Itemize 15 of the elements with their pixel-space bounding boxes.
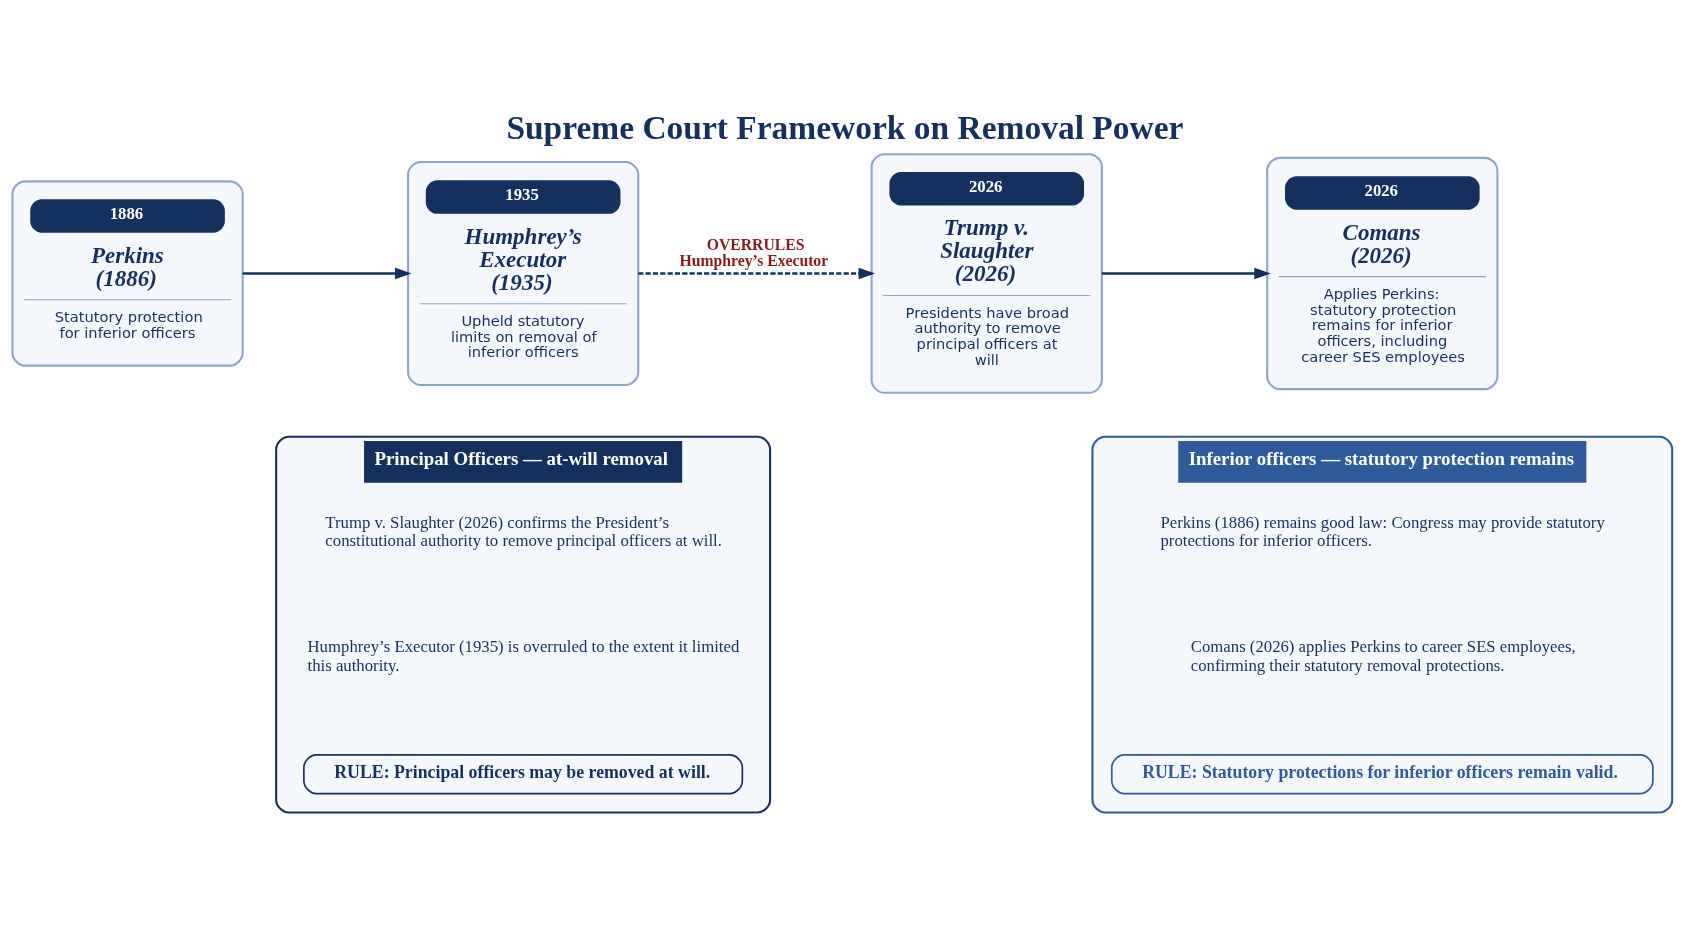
edge-label: OVERRULES Humphrey’s Executor [679, 235, 829, 269]
node-box: RULE: Principal officers may be removed at will. [303, 753, 744, 794]
node-box: 2026 Comans (2026) Applies Perkins: statutory protection remains for inferior officers, including career SES employees [1266, 156, 1499, 390]
node-box: RULE: Statutory protections for inferior officers remain valid. [1110, 753, 1654, 794]
node-text: Humphrey’s Executor (1935) is overruled to the extent it limited this authority. [307, 636, 740, 675]
node-box: 1886 Perkins (1886) Statutory protection for inferior officers [11, 179, 244, 367]
node-box: 2026 Trump v. Slaughter (2026) Presidents have broad authority to remove principal officers at will [870, 152, 1103, 394]
node-box: 1935 Humphrey’s Executor (1935) Upheld statutory limits on removal of inferior officers [406, 160, 640, 386]
node-text: Perkins (1886) remains good law: Congress may provide statutory protections for inferior officers. [1160, 512, 1605, 550]
arrow [242, 267, 412, 279]
node-text: Trump v. Slaughter (2026) confirms the President’s constitutional authority to remove principal officers at will. [325, 512, 722, 550]
diagram-title: Supreme Court Framework on Removal Power [506, 108, 1184, 146]
node-text: Comans (2026) applies Perkins to career SES employees, confirming their statutory removal protections. [1190, 636, 1576, 675]
arrow [638, 267, 876, 279]
arrow [1101, 267, 1271, 279]
